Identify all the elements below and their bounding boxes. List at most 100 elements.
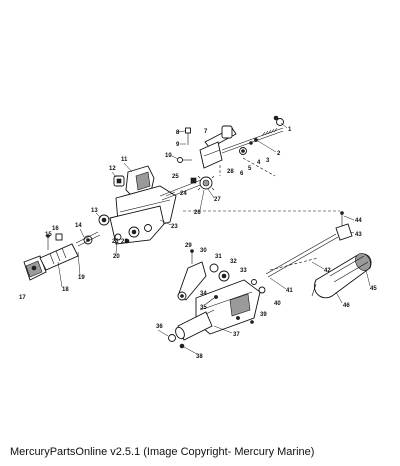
cam-face [135, 171, 151, 191]
callout-10: 10 [165, 153, 172, 159]
callout-1: 1 [288, 127, 292, 133]
leader-27 [207, 188, 215, 199]
washer-13-hole [101, 217, 107, 223]
callout-6: 6 [240, 171, 244, 177]
grip-ridges [329, 255, 369, 283]
callout-17: 17 [19, 295, 26, 301]
leader-42 [311, 261, 325, 270]
callout-18: 18 [62, 287, 69, 293]
pin-15-head [46, 234, 50, 238]
screw-head [185, 127, 191, 134]
ball-stud [273, 115, 279, 121]
callout-16: 16 [52, 226, 59, 232]
callout-7: 7 [204, 129, 208, 135]
shift-rod [265, 233, 337, 275]
callout-43: 43 [355, 232, 362, 238]
callout-11: 11 [121, 157, 128, 163]
screw-34 [205, 297, 215, 305]
housing-window [229, 293, 251, 317]
leader-45 [365, 269, 371, 287]
callout-41: 41 [286, 288, 293, 294]
callout-5: 5 [248, 166, 252, 172]
washer-33 [251, 279, 257, 285]
housing-edge [119, 199, 171, 213]
pinion-hub [202, 179, 210, 187]
callout-9: 9 [176, 142, 180, 148]
rod-cap [335, 223, 353, 241]
ball-joint-center [241, 149, 245, 153]
link-rod-edge [221, 130, 284, 154]
guide-line [269, 257, 319, 271]
callout-13: 13 [91, 208, 98, 214]
leader-14 [79, 228, 85, 238]
callout-45: 45 [370, 286, 377, 292]
tiller-arm-assembly [168, 249, 266, 349]
nut-38 [179, 343, 185, 349]
grip-end [355, 253, 371, 271]
callout-21: 21 [112, 239, 119, 245]
arm-eye-hole [180, 294, 184, 298]
pinion-teeth [197, 175, 215, 191]
callout-28: 28 [227, 169, 234, 175]
screw-35 [205, 309, 215, 315]
parts-diagram: 1 2 3 4 5 6 7 8 9 10 11 12 13 14 15 16 1… [19, 115, 377, 360]
screw-39 [236, 316, 240, 320]
tiller-housing-edge [199, 291, 253, 311]
leader-11 [123, 162, 133, 173]
leader-12 [111, 171, 117, 178]
callout-32: 32 [230, 259, 237, 265]
anchor-hole [31, 265, 37, 271]
pivot-shaft [159, 177, 207, 197]
leader-19 [77, 251, 81, 276]
tiller-arm [177, 261, 207, 301]
collar [190, 177, 197, 184]
callout-38: 38 [196, 354, 203, 360]
grip-pin [311, 283, 317, 297]
callout-19: 19 [78, 275, 85, 281]
screw-10-head [177, 157, 183, 163]
callout-42: 42 [324, 268, 331, 274]
callout-34: 34 [200, 291, 207, 297]
callout-24: 24 [180, 191, 187, 197]
leader-20 [115, 239, 118, 255]
lever-bracket [199, 141, 223, 169]
washer-31 [209, 263, 219, 273]
callout-14: 14 [75, 223, 82, 229]
callout-46: 46 [343, 303, 350, 309]
leader-43 [349, 231, 355, 234]
link-rod-assembly [177, 115, 284, 177]
rod-threads [261, 127, 278, 137]
callout-44: 44 [355, 218, 362, 224]
pivot-bracket-assembly [109, 165, 215, 245]
callout-12: 12 [109, 166, 116, 172]
washer-32-hole [221, 273, 227, 279]
bracket-bore [131, 229, 137, 235]
lower-bracket [109, 205, 165, 245]
screw-38 [250, 320, 254, 324]
bushing-40 [258, 286, 266, 294]
leader-24 [165, 191, 176, 197]
callout-8: 8 [176, 130, 180, 136]
callout-27: 27 [214, 197, 221, 203]
callout-15: 15 [45, 232, 52, 238]
alignment-line [242, 157, 276, 177]
leader-1 [280, 122, 288, 129]
bracket-edge [203, 149, 221, 157]
rod-pin-head [340, 211, 344, 215]
leader-13 [95, 212, 102, 219]
callout-labels: 1 2 3 4 5 6 7 8 9 10 11 12 13 14 15 16 1… [19, 127, 377, 360]
tube-end [175, 326, 185, 340]
callout-25: 25 [172, 174, 179, 180]
callout-39: 39 [260, 312, 267, 318]
bracket-boss-2 [144, 224, 152, 232]
leader-46 [335, 291, 343, 304]
callout-31: 31 [215, 254, 222, 260]
callout-33: 33 [240, 268, 247, 274]
leader-37 [213, 325, 233, 334]
cable-tube [39, 243, 79, 271]
nut [124, 238, 130, 244]
leader-36 [157, 329, 169, 337]
leader-2 [257, 140, 277, 153]
link-rod [221, 127, 284, 151]
leader-lines [57, 122, 371, 355]
